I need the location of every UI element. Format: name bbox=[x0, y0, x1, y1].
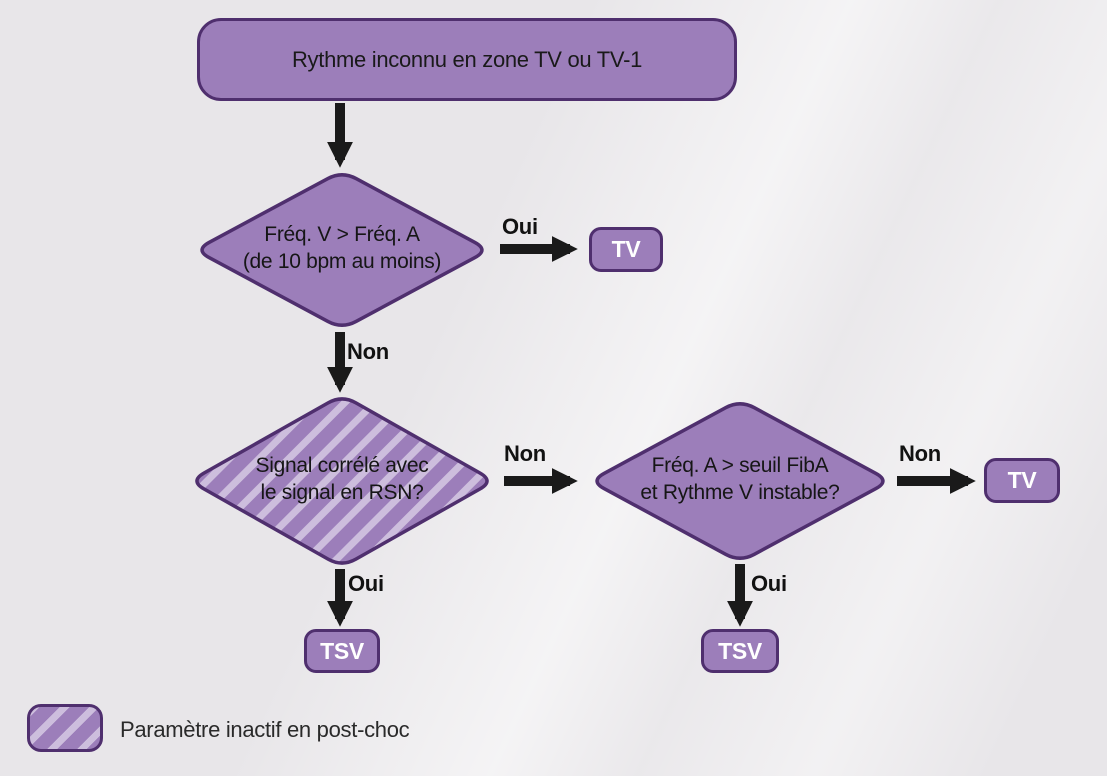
edge-label-freq-non: Non bbox=[347, 339, 389, 364]
decision-freq-line2: (de 10 bpm au moins) bbox=[242, 249, 442, 273]
decision-fiba-line2: et Rythme V instable? bbox=[640, 480, 840, 504]
decision-signal-line2: le signal en RSN? bbox=[260, 480, 424, 504]
node-tsv-right-label: TSV bbox=[718, 637, 762, 664]
node-tsv-right: TSV bbox=[701, 629, 779, 673]
decision-signal-diamond-hatched bbox=[195, 397, 489, 565]
node-tv-right: TV bbox=[984, 458, 1060, 503]
decision-signal-line1: Signal corrélé avec bbox=[255, 454, 429, 477]
node-tv-top-label: TV bbox=[611, 236, 641, 262]
legend-label: Paramètre inactif en post-choc bbox=[120, 717, 410, 742]
legend-hatched-swatch bbox=[27, 704, 103, 752]
decision-freq-diamond bbox=[200, 173, 484, 327]
edge-label-freq-oui: Oui bbox=[502, 214, 538, 239]
decision-freq-label: Fréq. V > Fréq. A (de 10 bpm au moins) bbox=[212, 222, 472, 276]
decision-fiba-line1: Fréq. A > seuil FibA bbox=[651, 454, 829, 477]
edge-label-fiba-oui: Oui bbox=[751, 571, 787, 596]
decision-signal-label: Signal corrélé avec le signal en RSN? bbox=[212, 453, 472, 507]
node-tv-top: TV bbox=[589, 227, 663, 272]
edge-label-fiba-non: Non bbox=[899, 441, 941, 466]
decision-fiba-label: Fréq. A > seuil FibA et Rythme V instabl… bbox=[610, 453, 870, 507]
node-start-label: Rythme inconnu en zone TV ou TV-1 bbox=[291, 46, 643, 72]
edge-label-signal-oui: Oui bbox=[348, 571, 384, 596]
node-start: Rythme inconnu en zone TV ou TV-1 bbox=[197, 18, 737, 101]
edge-label-signal-non: Non bbox=[504, 441, 546, 466]
node-tv-right-label: TV bbox=[1007, 467, 1037, 493]
node-tsv-left: TSV bbox=[304, 629, 380, 673]
decision-freq-line1: Fréq. V > Fréq. A bbox=[264, 223, 420, 246]
decision-fiba-diamond bbox=[595, 402, 885, 560]
node-tsv-left-label: TSV bbox=[320, 637, 364, 664]
